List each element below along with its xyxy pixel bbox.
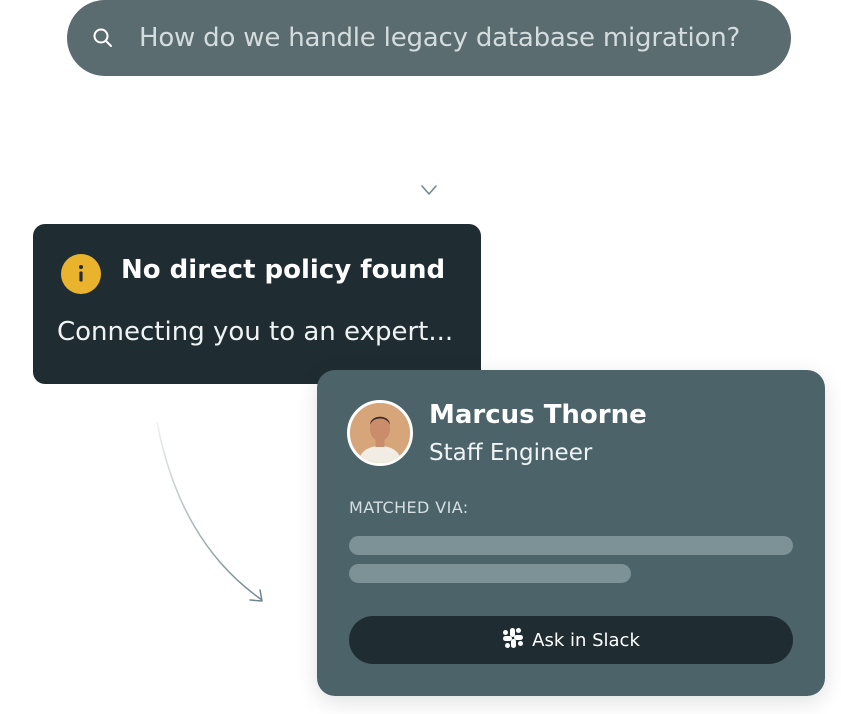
alert-title: No direct policy found (121, 255, 446, 285)
down-arrow-icon (421, 106, 437, 195)
search-bar[interactable]: How do we handle legacy database migrati… (67, 0, 791, 76)
info-icon (61, 254, 101, 294)
matched-via-label: MATCHED VIA: (349, 498, 469, 517)
ask-in-slack-label: Ask in Slack (532, 629, 640, 651)
curved-arrow-icon (156, 421, 263, 602)
search-query[interactable]: How do we handle legacy database migrati… (139, 23, 741, 53)
expert-role: Staff Engineer (429, 440, 593, 466)
expert-name: Marcus Thorne (429, 400, 647, 430)
avatar (347, 400, 413, 466)
search-icon (91, 26, 115, 50)
slack-icon (502, 627, 524, 653)
match-reason-placeholder (349, 536, 793, 555)
expert-card: Marcus Thorne Staff Engineer MATCHED VIA… (317, 370, 825, 696)
alert-card: No direct policy found Connecting you to… (33, 224, 481, 384)
alert-message: Connecting you to an expert... (57, 317, 454, 347)
match-reason-placeholder (349, 564, 631, 583)
avatar-photo (350, 403, 410, 463)
ask-in-slack-button[interactable]: Ask in Slack (349, 616, 793, 664)
